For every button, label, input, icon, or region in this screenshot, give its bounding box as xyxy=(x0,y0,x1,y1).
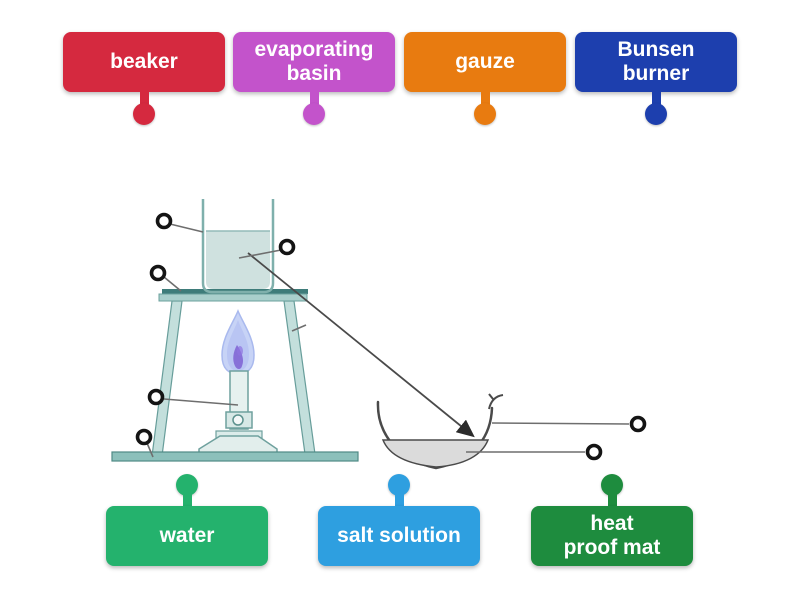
drag-pin-dot[interactable] xyxy=(133,103,155,125)
word-tile-label: water xyxy=(159,524,215,548)
word-tile-label: salt solution xyxy=(337,524,461,548)
flame-inner-spark xyxy=(237,346,243,356)
drag-pin-stem xyxy=(139,91,149,106)
pointer-line-mat xyxy=(146,442,154,458)
answer-slot-gauze[interactable] xyxy=(149,264,167,282)
drag-pin-stem xyxy=(651,91,661,106)
pointer-line-gauze xyxy=(163,276,182,292)
word-tile-label: Bunsen burner xyxy=(617,38,695,85)
answer-slot-beaker[interactable] xyxy=(155,212,173,230)
answer-slot-heat-proof-mat[interactable] xyxy=(135,428,153,446)
word-tile-label: beaker xyxy=(110,50,178,74)
drag-pin-stem xyxy=(182,494,192,508)
word-tile-box[interactable]: Bunsen burner xyxy=(575,32,737,92)
drag-pin-stem xyxy=(607,494,617,508)
word-tile-box[interactable]: evaporating basin xyxy=(233,32,395,92)
word-tile-label: evaporating basin xyxy=(254,38,374,85)
answer-slot-salt-solution[interactable] xyxy=(585,443,603,461)
answer-slot-bunsen-burner[interactable] xyxy=(147,388,165,406)
beaker-water xyxy=(206,231,270,289)
evaporating-basin-drawing xyxy=(376,393,504,470)
pointer-lines xyxy=(146,223,630,458)
bunsen-burner-drawing xyxy=(198,309,278,455)
heat-proof-mat-drawing xyxy=(111,451,359,462)
pointer-line-water xyxy=(238,249,282,259)
drag-pin-dot[interactable] xyxy=(176,474,198,496)
pointer-line-burner xyxy=(163,398,239,406)
pointer-line-basin xyxy=(491,422,630,425)
drag-pin-dot[interactable] xyxy=(474,103,496,125)
pointer-line-beaker xyxy=(169,223,204,233)
answer-slots xyxy=(135,212,647,461)
pointer-tick-tripod xyxy=(291,324,307,332)
word-tile-box[interactable]: water xyxy=(106,506,268,566)
burner-air-hole xyxy=(232,414,244,426)
word-tile-box[interactable]: gauze xyxy=(404,32,566,92)
word-tile-label: gauze xyxy=(455,50,515,74)
flame-inner xyxy=(233,345,244,369)
word-tile-box[interactable]: salt solution xyxy=(318,506,480,566)
drag-pin-stem xyxy=(309,91,319,106)
drag-pin-dot[interactable] xyxy=(388,474,410,496)
word-tile-box[interactable]: heat proof mat xyxy=(531,506,693,566)
tripod-top-plate xyxy=(158,293,308,302)
basin-spout xyxy=(488,393,504,410)
tripod-right-leg xyxy=(283,300,316,455)
word-tile-label: heat proof mat xyxy=(563,512,661,559)
flame-mid xyxy=(227,320,249,371)
pour-arrow xyxy=(247,252,475,438)
drag-pin-stem xyxy=(394,494,404,508)
answer-slot-water[interactable] xyxy=(278,238,296,256)
word-tile-box[interactable]: beaker xyxy=(63,32,225,92)
drag-pin-dot[interactable] xyxy=(303,103,325,125)
tripod-left-leg xyxy=(151,300,183,457)
drag-pin-stem xyxy=(480,91,490,106)
beaker-glass xyxy=(201,199,275,294)
drag-pin-dot[interactable] xyxy=(645,103,667,125)
burner-base xyxy=(198,435,278,455)
answer-slot-evaporating-basin[interactable] xyxy=(629,415,647,433)
basin-liquid xyxy=(381,439,490,468)
drag-pin-dot[interactable] xyxy=(601,474,623,496)
